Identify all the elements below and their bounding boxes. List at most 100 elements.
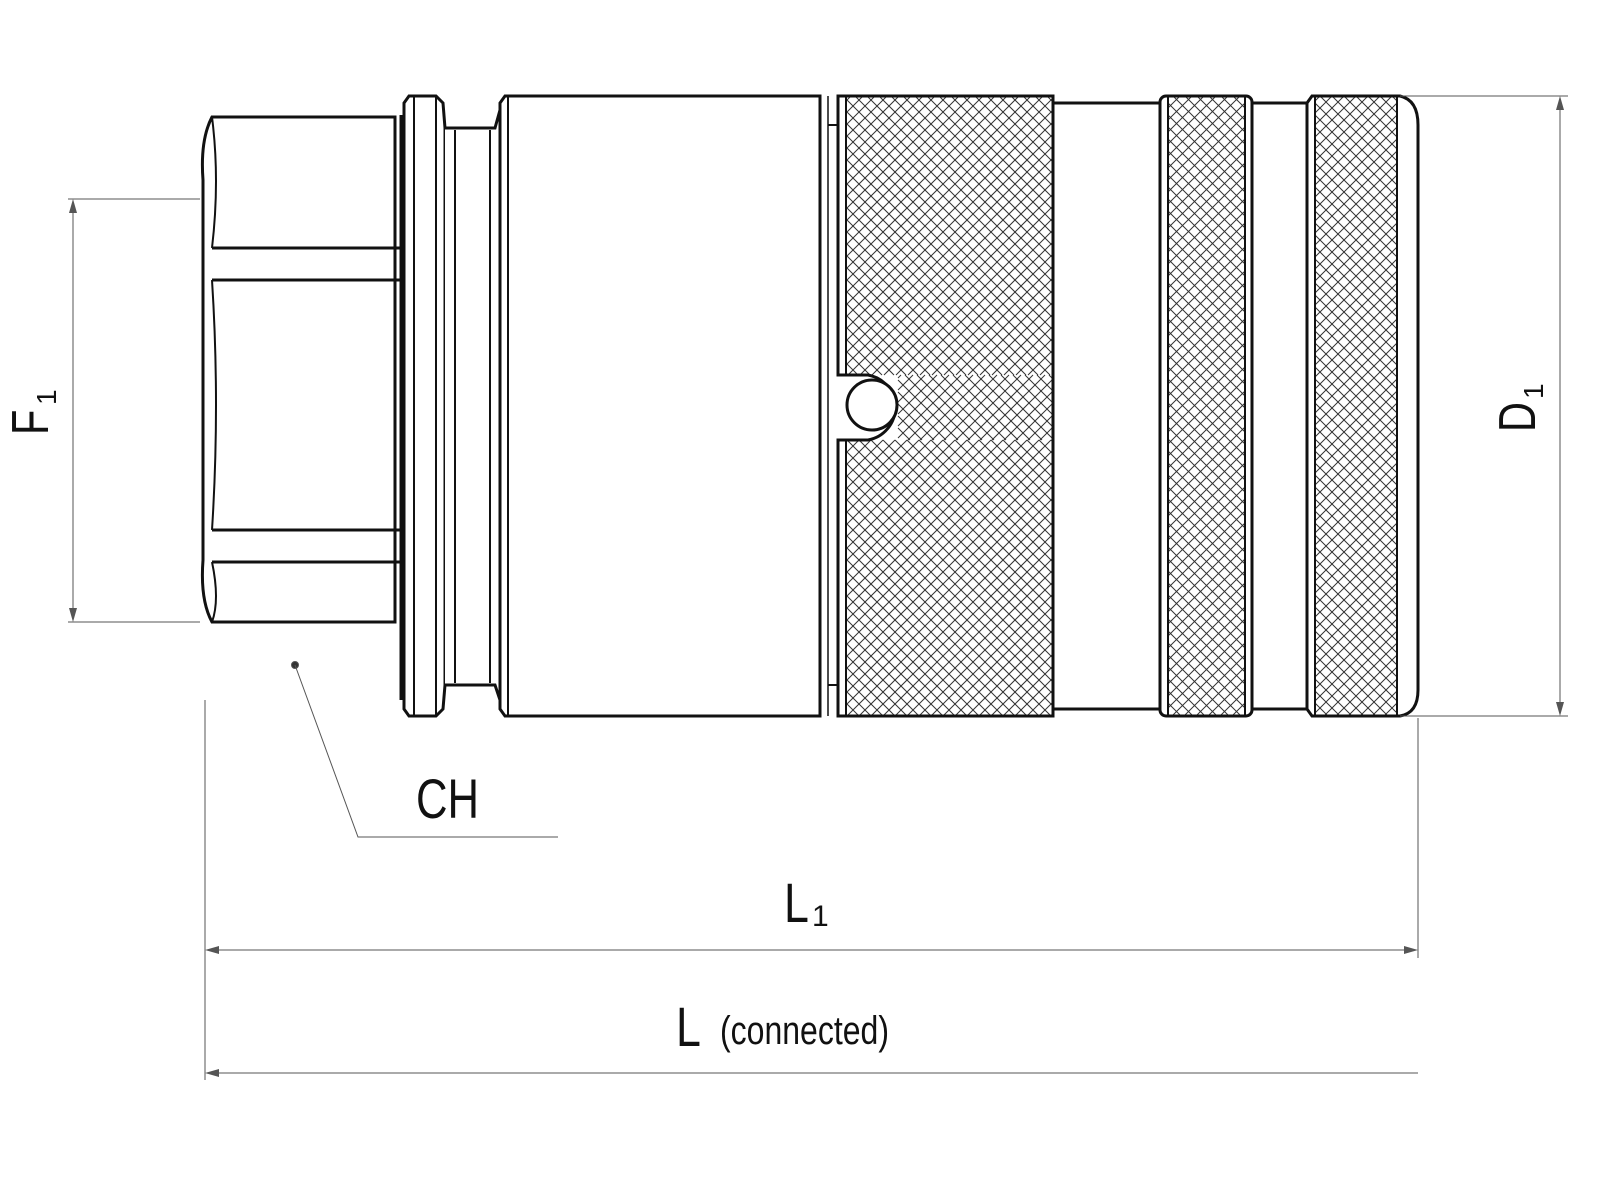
knurl-line bbox=[1167, 234, 1246, 313]
knurl-line bbox=[847, 510, 1053, 716]
knurl-line bbox=[845, 182, 1039, 376]
knurl-line bbox=[897, 415, 923, 441]
knurl-line bbox=[939, 96, 1053, 210]
knurl-line bbox=[845, 439, 908, 502]
knurl-line bbox=[845, 290, 931, 376]
knurl-line bbox=[1314, 174, 1398, 258]
knurl-line bbox=[1003, 666, 1053, 716]
knurl-line bbox=[1314, 96, 1380, 162]
knurl-line bbox=[1314, 630, 1398, 714]
labels: F 1 D 1 CH L 1 L (connected) bbox=[1, 383, 1549, 1058]
knurl-line bbox=[845, 96, 971, 222]
knurl-line bbox=[930, 439, 1053, 562]
knurl-line bbox=[1314, 294, 1398, 378]
ch-label: CH bbox=[416, 768, 479, 830]
knurl-line bbox=[845, 218, 1003, 376]
knurl-line bbox=[845, 314, 907, 376]
knurl-line bbox=[845, 582, 979, 716]
knurl-line bbox=[845, 122, 1053, 330]
knurl-line bbox=[1167, 306, 1246, 385]
knurl-line bbox=[845, 606, 955, 716]
knurl-line bbox=[1167, 96, 1204, 133]
knurl-line bbox=[940, 374, 1007, 441]
knurl-line bbox=[943, 374, 1010, 441]
knurl-line bbox=[1036, 374, 1053, 391]
knurl-line bbox=[1314, 222, 1398, 306]
knurl-line bbox=[846, 439, 1053, 646]
knurl-line bbox=[845, 326, 895, 376]
knurl-line bbox=[1167, 210, 1246, 289]
knurl-line bbox=[845, 170, 1051, 376]
knurl-line bbox=[1167, 150, 1246, 229]
knurl-line bbox=[1015, 338, 1053, 376]
knurl-line bbox=[845, 439, 1004, 598]
knurl-line bbox=[979, 302, 1053, 376]
knurl-line bbox=[1167, 96, 1180, 109]
knurl-line bbox=[1167, 390, 1246, 469]
knurl-line bbox=[871, 194, 1053, 376]
knurl-line bbox=[897, 374, 902, 379]
knurl-line bbox=[1232, 702, 1246, 716]
knurl-line bbox=[1167, 96, 1192, 121]
knurl-line bbox=[1314, 402, 1398, 486]
knurl-line bbox=[1167, 582, 1246, 661]
knurl-line bbox=[988, 374, 1053, 439]
knurl-line bbox=[1185, 96, 1246, 157]
knurl-line bbox=[1167, 138, 1246, 217]
knurl-line bbox=[1314, 618, 1398, 702]
knurl-line bbox=[891, 96, 1053, 258]
knurl-line bbox=[1167, 378, 1246, 457]
knurl-line bbox=[1314, 162, 1398, 246]
knurl-line bbox=[967, 374, 1034, 441]
knurl-line bbox=[845, 96, 923, 174]
knurl-line bbox=[845, 439, 1028, 622]
knurl-line bbox=[1314, 678, 1352, 716]
knurl-line bbox=[1002, 439, 1053, 490]
knurl-line bbox=[1167, 690, 1193, 716]
knurl-line bbox=[879, 96, 1053, 270]
knurl-hatching bbox=[845, 96, 1398, 716]
knurl-line bbox=[1314, 462, 1398, 546]
knurl-line bbox=[1209, 96, 1246, 133]
knurl-line bbox=[845, 558, 1003, 716]
knurl-line bbox=[845, 439, 1052, 646]
knurl-line bbox=[883, 546, 1053, 716]
knurl-line bbox=[845, 96, 1031, 282]
knurl-line bbox=[895, 558, 1053, 716]
knurl-line bbox=[845, 510, 1051, 716]
dimensions bbox=[68, 95, 1568, 1080]
knurl-line bbox=[1167, 546, 1246, 625]
knurl-line bbox=[1167, 558, 1246, 637]
knurl-line bbox=[882, 439, 1053, 610]
knurl-line bbox=[955, 278, 1053, 376]
knurl-line bbox=[1167, 102, 1246, 181]
knurl-line bbox=[907, 374, 974, 441]
knurl-line bbox=[1012, 374, 1053, 415]
knurl-line bbox=[904, 374, 971, 441]
knurl-line bbox=[954, 439, 1053, 538]
coupling-outline bbox=[200, 94, 1420, 718]
knurl-line bbox=[845, 594, 967, 716]
knurl-line bbox=[845, 158, 1053, 366]
knurl-line bbox=[1003, 326, 1053, 376]
knurl-line bbox=[979, 374, 1046, 441]
knurl-line bbox=[845, 486, 1053, 694]
knurl-line bbox=[845, 439, 1016, 610]
knurl-line bbox=[1314, 102, 1398, 186]
knurl-line bbox=[1167, 330, 1246, 409]
knurl-line bbox=[1167, 366, 1246, 445]
collar bbox=[402, 94, 447, 718]
knurl-line bbox=[845, 439, 920, 514]
knurl-line bbox=[967, 630, 1053, 716]
knurl-line bbox=[1356, 96, 1398, 138]
knurl-line bbox=[897, 379, 959, 441]
knurl-line bbox=[1314, 702, 1328, 716]
knurl-line bbox=[1220, 690, 1246, 716]
knurl-line bbox=[1344, 96, 1398, 150]
knurl-line bbox=[845, 110, 1053, 318]
knurl-line bbox=[1314, 114, 1398, 198]
knurl-line bbox=[845, 702, 859, 716]
knurl-line bbox=[1233, 96, 1246, 109]
ch-leader-line bbox=[294, 664, 558, 838]
